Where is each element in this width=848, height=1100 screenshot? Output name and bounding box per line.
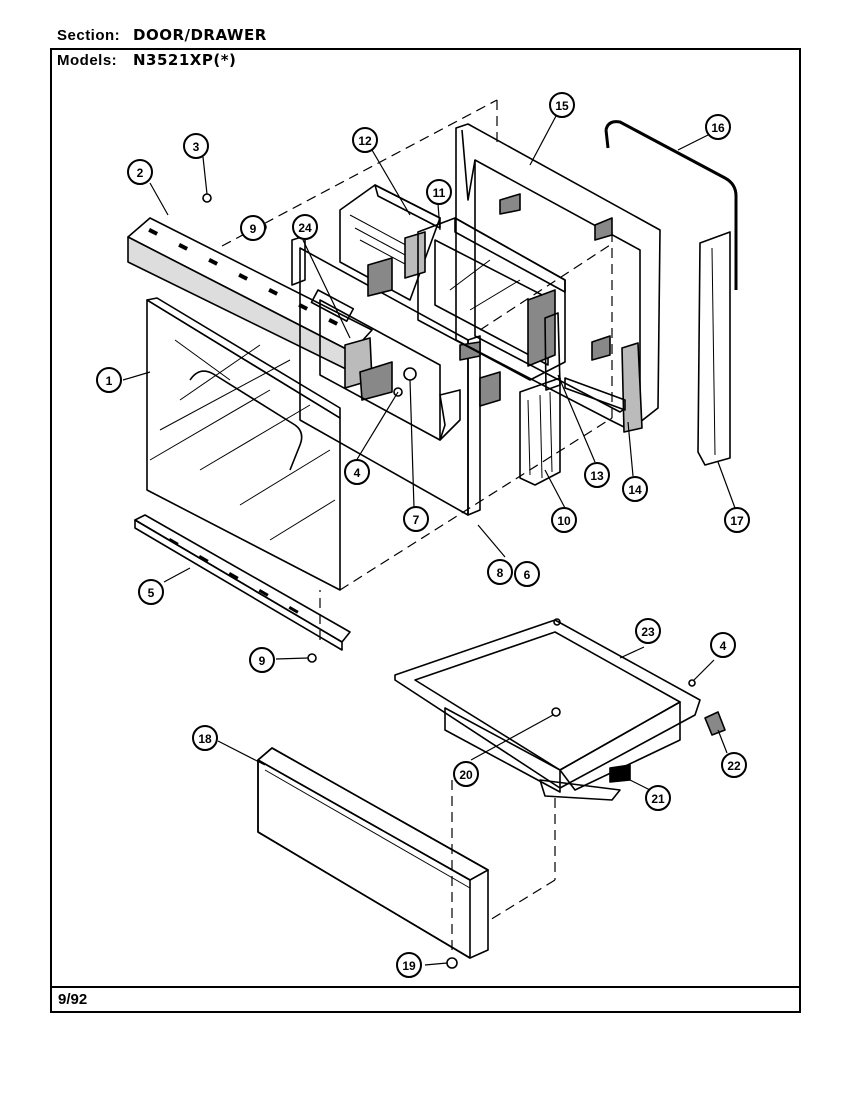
callout-number: 2 (137, 166, 144, 180)
part-inner-glass (417, 217, 566, 381)
screws (202, 193, 696, 969)
callout-22: 22 (721, 752, 747, 778)
callout-19: 19 (396, 952, 422, 978)
callout-9: 9 (240, 215, 266, 241)
callout-1: 1 (96, 367, 122, 393)
callout-number: 24 (298, 221, 312, 235)
callout-number: 20 (459, 768, 473, 782)
callout-2: 2 (127, 159, 153, 185)
callout-number: 21 (651, 792, 665, 806)
part-drawer-front (257, 747, 489, 959)
revision-date: 9/92 (58, 991, 88, 1008)
part-hinge (479, 371, 561, 486)
callout-14: 14 (622, 476, 648, 502)
callout-number: 17 (730, 514, 744, 528)
callout-18: 18 (192, 725, 218, 751)
callout-15: 15 (549, 92, 575, 118)
callout-3: 3 (183, 133, 209, 159)
callout-number: 23 (641, 625, 655, 639)
section-header: Section: DOOR/DRAWER (57, 26, 267, 44)
part-drawer-stop (704, 711, 726, 736)
callout-number: 19 (402, 959, 416, 973)
callout-21: 21 (645, 785, 671, 811)
callout-number: 4 (720, 639, 727, 653)
callout-number: 4 (354, 466, 361, 480)
part-latch-assembly (291, 235, 393, 401)
callout-number: 1 (106, 374, 113, 388)
part-side-trim (697, 231, 731, 466)
part-door-gasket (604, 120, 738, 290)
models-label: Models: (57, 52, 118, 69)
part-insulation (339, 184, 441, 301)
callout-9: 9 (249, 647, 275, 673)
models-value: N3521XP(*) (133, 51, 237, 69)
callout-number: 11 (433, 186, 446, 200)
callout-5: 5 (138, 579, 164, 605)
part-door-panel (146, 297, 341, 591)
callout-number: 10 (557, 514, 571, 528)
footer-divider (50, 986, 801, 988)
callout-10: 10 (551, 507, 577, 533)
section-value: DOOR/DRAWER (133, 26, 267, 44)
part-drawer-body (394, 618, 701, 801)
diagram-frame (50, 48, 801, 1013)
callout-number: 16 (711, 121, 725, 135)
callout-number: 8 (497, 566, 504, 580)
callout-23: 23 (635, 618, 661, 644)
callout-number: 6 (524, 568, 531, 582)
callout-number: 9 (259, 654, 266, 668)
callout-11: 11 (426, 179, 452, 205)
callout-6: 6 (514, 561, 540, 587)
callout-17: 17 (724, 507, 750, 533)
callout-16: 16 (705, 114, 731, 140)
callout-number: 15 (555, 99, 569, 113)
callout-number: 5 (148, 586, 155, 600)
part-door-bottom-trim (134, 514, 351, 651)
callout-number: 7 (413, 513, 420, 527)
callout-number: 22 (727, 759, 741, 773)
callout-number: 13 (590, 469, 604, 483)
section-label: Section: (57, 27, 121, 44)
callout-4: 4 (710, 632, 736, 658)
part-door-top-trim (127, 217, 373, 373)
callout-number: 14 (628, 483, 642, 497)
callout-13: 13 (584, 462, 610, 488)
callout-20: 20 (453, 761, 479, 787)
callout-number: 9 (250, 222, 257, 236)
callout-labels: 1234456789910111213141516171819202122232… (96, 92, 750, 978)
callout-leaders (122, 115, 736, 966)
callout-24: 24 (292, 214, 318, 240)
callout-8: 8 (487, 559, 513, 585)
callout-number: 18 (198, 732, 212, 746)
callout-number: 3 (193, 140, 200, 154)
callout-7: 7 (403, 506, 429, 532)
callout-number: 12 (358, 134, 372, 148)
models-header: Models: N3521XP(*) (57, 51, 236, 69)
callout-4: 4 (344, 459, 370, 485)
callout-12: 12 (352, 127, 378, 153)
